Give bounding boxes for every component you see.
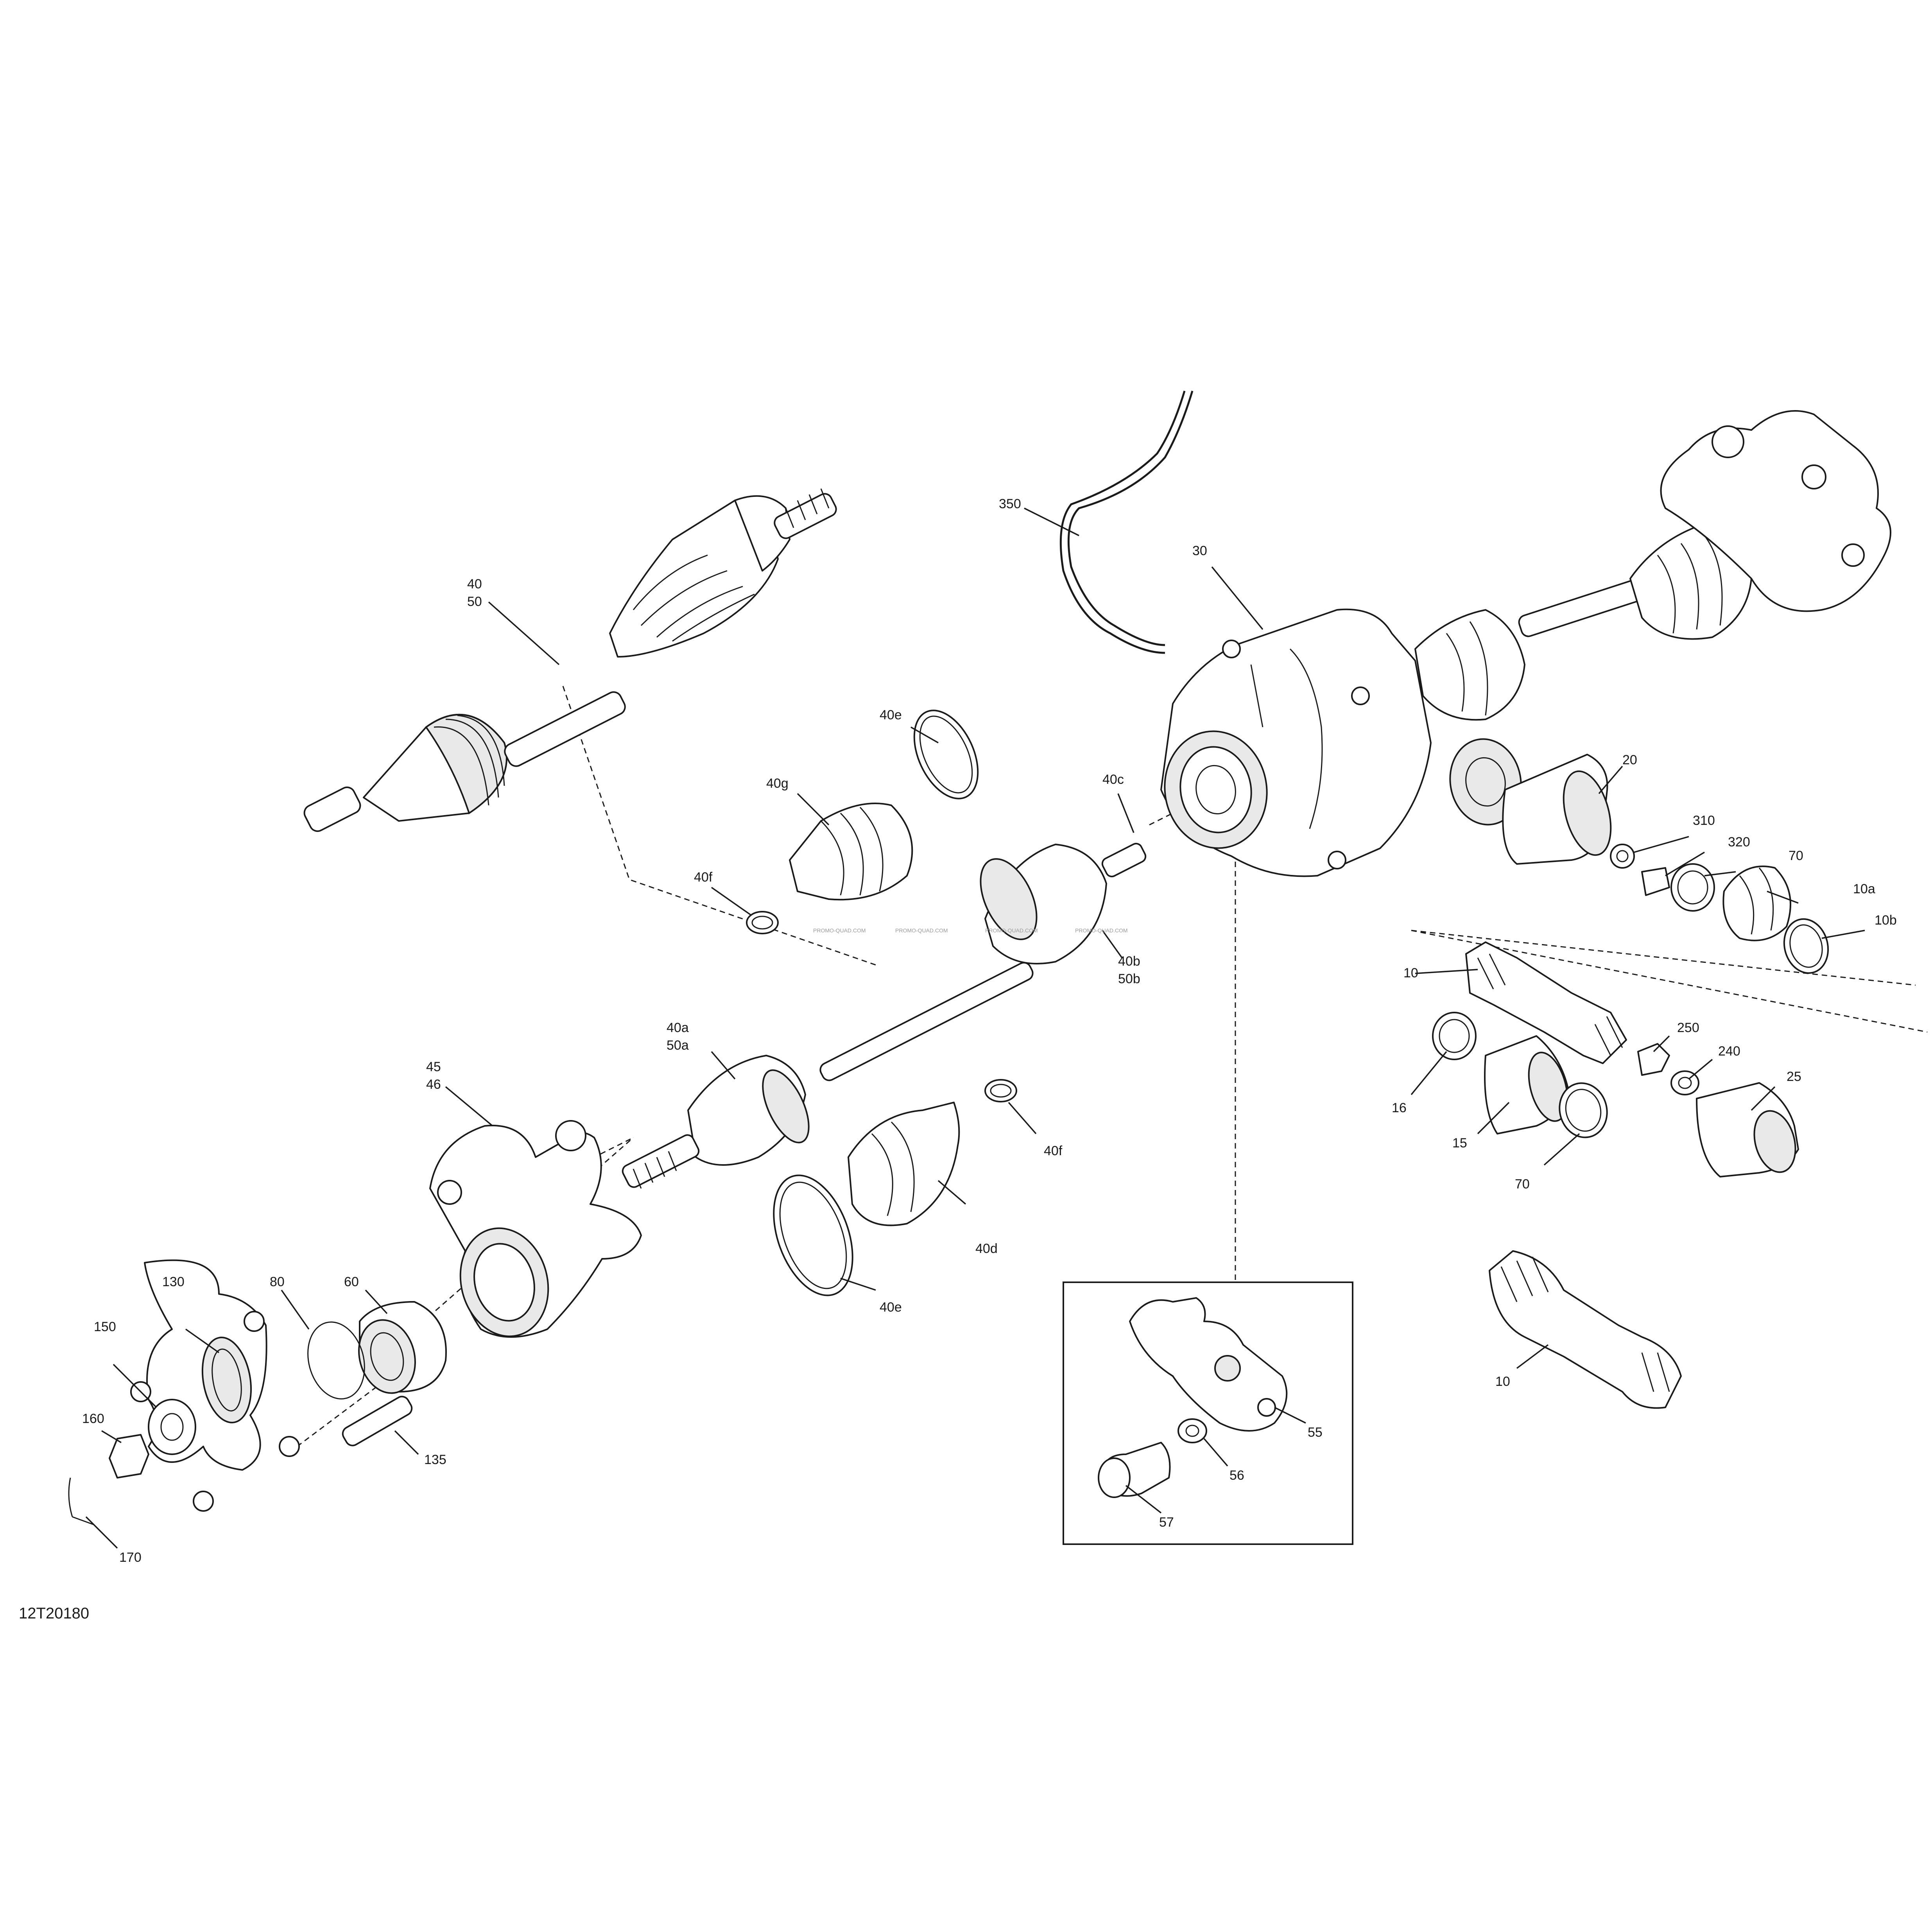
wheel-bearing-and-ring <box>307 1301 447 1400</box>
callout-40e-bottom: 40e <box>880 1300 902 1315</box>
callout-55: 55 <box>1308 1425 1323 1440</box>
callout-135: 135 <box>424 1452 446 1467</box>
boot-kit-top <box>746 710 979 934</box>
callout-50b: 50b <box>1118 971 1140 986</box>
callout-40f-left: 40f <box>694 870 713 885</box>
callout-60: 60 <box>344 1274 359 1289</box>
callout-56: 56 <box>1229 1468 1244 1483</box>
watermark: PROMO-QUAD.COM PROMO-QUAD.COM PROMO-QUAD… <box>813 927 1128 934</box>
right-drive-shaft <box>1414 410 1891 721</box>
callout-80: 80 <box>270 1274 285 1289</box>
callout-30: 30 <box>1192 543 1207 558</box>
callout-20: 20 <box>1622 753 1637 767</box>
callout-40c: 40c <box>1102 772 1124 787</box>
callout-160: 160 <box>82 1411 104 1426</box>
intermediate-shaft-parts <box>1432 941 1799 1177</box>
wheel-hub <box>68 1259 413 1525</box>
callout-170: 170 <box>119 1550 142 1565</box>
diff-output-parts <box>1502 754 1829 974</box>
watermark-text-1: PROMO-QUAD.COM <box>813 927 866 934</box>
callout-15: 15 <box>1452 1136 1467 1151</box>
callout-130: 130 <box>162 1274 185 1289</box>
callout-45: 45 <box>426 1059 441 1074</box>
inset-detail-box <box>1063 1281 1353 1545</box>
callout-10a: 10a <box>1853 882 1875 896</box>
callout-50: 50 <box>467 594 482 609</box>
assembly-guide-lines <box>297 686 1928 1447</box>
callout-46: 46 <box>426 1077 441 1092</box>
front-differential <box>1160 608 1522 877</box>
callout-10-bottom: 10 <box>1495 1374 1510 1389</box>
callout-10-top: 10 <box>1403 966 1418 980</box>
boot-kit-bottom <box>773 1079 1017 1296</box>
breather-hose <box>1059 391 1194 654</box>
callout-240: 240 <box>1718 1044 1740 1059</box>
callout-50a: 50a <box>667 1038 689 1053</box>
watermark-text-2: PROMO-QUAD.COM <box>895 927 948 934</box>
callout-25: 25 <box>1787 1069 1801 1084</box>
callout-labels: 350 30 40 50 40e 40g 40f 40c 20 310 320 … <box>82 496 1897 1565</box>
callout-40d: 40d <box>975 1241 998 1256</box>
callout-70-top: 70 <box>1789 848 1803 863</box>
callout-350: 350 <box>999 496 1021 511</box>
callout-310: 310 <box>1693 813 1715 828</box>
callout-57: 57 <box>1159 1515 1174 1530</box>
intermediate-shaft-bottom <box>1489 1250 1682 1409</box>
callout-250: 250 <box>1677 1020 1699 1035</box>
callout-150: 150 <box>94 1319 116 1334</box>
upper-drive-shaft <box>303 488 837 832</box>
callout-320: 320 <box>1728 835 1750 850</box>
steering-knuckle <box>429 1120 642 1338</box>
center-drive-shaft <box>622 842 1147 1189</box>
callout-40f-right: 40f <box>1044 1143 1063 1158</box>
callout-40a: 40a <box>667 1020 689 1035</box>
callout-40: 40 <box>467 577 482 591</box>
callout-40e-top: 40e <box>880 708 902 722</box>
leader-lines <box>85 507 1865 1549</box>
watermark-text-4: PROMO-QUAD.COM <box>1075 927 1128 934</box>
reference-code: 12T20180 <box>19 1605 89 1622</box>
callout-16: 16 <box>1392 1100 1407 1115</box>
callout-40b: 40b <box>1118 954 1140 969</box>
callout-70-bottom: 70 <box>1515 1177 1530 1192</box>
callout-40g: 40g <box>766 776 789 791</box>
callout-10b: 10b <box>1875 913 1897 928</box>
watermark-text-3: PROMO-QUAD.COM <box>985 927 1038 934</box>
